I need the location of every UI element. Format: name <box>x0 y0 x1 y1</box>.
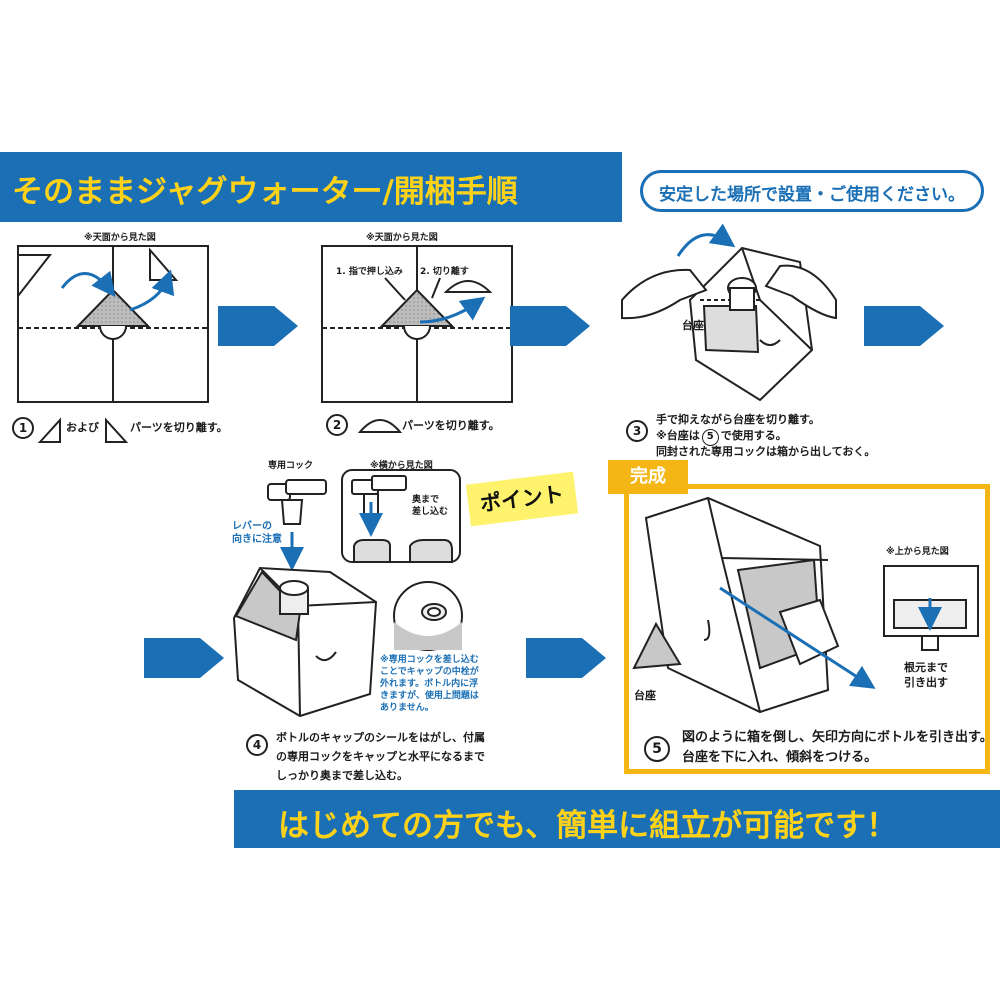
step1-caption: ※天面から見た図 <box>84 233 156 243</box>
step3-number: 3 <box>626 420 648 442</box>
step2-label-cut: 2. 切り離す <box>420 267 469 277</box>
step3-box-hands <box>621 223 837 402</box>
step4-number: 4 <box>246 734 268 756</box>
step4-cock-label: 専用コック <box>268 461 314 471</box>
arrow-2-3 <box>510 306 590 346</box>
step4-detail-circle <box>393 581 463 651</box>
step4-side-view <box>341 469 461 563</box>
safety-note-text: 安定した場所で設置・ご使用ください。 <box>659 185 965 205</box>
step2-number: 2 <box>326 414 348 436</box>
complete-tab: 完成 <box>608 460 688 494</box>
arrow-3-4 <box>864 306 944 346</box>
step1-shape-icons <box>37 417 403 443</box>
title-banner <box>0 152 622 222</box>
step2-text: パーツを切り離す。 <box>402 419 500 432</box>
step2-top-view <box>321 245 513 403</box>
step4-lever-note: レバーの向きに注意 <box>232 521 282 545</box>
safety-note-pill <box>640 170 984 212</box>
step5-top-view <box>883 565 979 651</box>
arrow-1-2 <box>218 306 298 346</box>
step4-detail-note: ※専用コックを差し込むことでキャップの中栓が外れます。ボトル内に浮きますが、使用… <box>380 655 479 713</box>
step4-insert-note: 奥まで差し込む <box>412 495 449 517</box>
step2-label-push: 1. 指で押し込み <box>336 267 403 277</box>
arrow-4-5 <box>526 638 606 678</box>
step5-top-caption: ※上から見た図 <box>886 547 949 557</box>
step1-number: 1 <box>12 417 34 439</box>
step1-text-b: パーツを切り離す。 <box>130 421 228 434</box>
complete-frame <box>624 484 990 774</box>
step5-base-label: 台座 <box>634 689 656 702</box>
step1-top-view <box>17 245 209 403</box>
step1-text-a: および <box>66 421 99 434</box>
step3-base-label: 台座 <box>682 319 704 332</box>
step4-cock-and-box <box>232 479 378 718</box>
step5-instructions: 図のように箱を倒し、矢印方向にボトルを引き出す。台座を下に入れ、傾斜をつける。 <box>682 730 993 765</box>
step5-pull-note: 根元まで引き出す <box>904 661 948 689</box>
step2-caption: ※天面から見た図 <box>366 233 438 243</box>
step4-side-caption: ※横から見た図 <box>370 461 433 471</box>
arrow-into-4 <box>144 638 224 678</box>
step3-inline-circle: 5 <box>701 429 719 446</box>
footer-text: はじめての方でも、簡単に組立が可能です！ <box>278 808 898 844</box>
step3-line1: 手で抑えながら台座を切り離す。 <box>656 413 820 426</box>
step5-tilted-box <box>632 496 876 714</box>
flow-arrows <box>144 306 944 678</box>
page-title: そのままジャグウォーター/開梱手順 <box>12 174 518 210</box>
step3-line3: 同封された専用コックは箱から出しておく。 <box>656 445 876 458</box>
footer-banner <box>234 790 1000 848</box>
step4-instructions: ボトルのキャップのシールをはがし、付属の専用コックをキャップと水平になるまでしっ… <box>276 731 485 782</box>
step5-number: 5 <box>644 736 670 762</box>
